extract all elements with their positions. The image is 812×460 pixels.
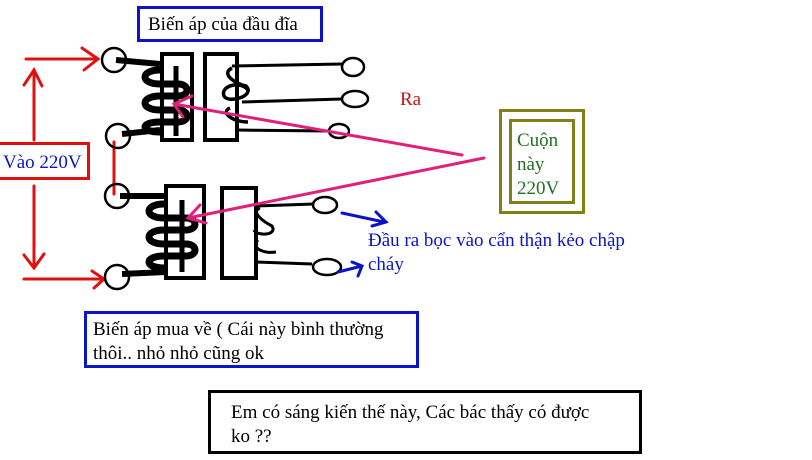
primary-winding <box>141 66 191 136</box>
question-note: Em có sáng kiến thế này, Các bác thấy có… <box>208 390 642 454</box>
down-arrow <box>22 184 46 271</box>
core-secondary <box>220 186 258 280</box>
output-arrow-upper <box>340 210 389 228</box>
lead <box>255 202 315 208</box>
question-line: ko ?? <box>231 426 272 447</box>
lead <box>235 128 331 133</box>
coil-note-line: này <box>517 154 545 175</box>
upper-transformer <box>100 46 370 150</box>
output-terminal <box>311 257 343 277</box>
output-terminal <box>340 56 366 78</box>
output-wrap-note: Đầu ra bọc vào cẩn thận kẻo chập cháy <box>368 229 688 277</box>
lead <box>241 97 343 104</box>
primary-winding <box>145 200 199 272</box>
input-voltage-text: Vào 220V <box>3 152 82 173</box>
coil-note-text: Cuộn này 220V <box>517 129 559 201</box>
secondary-winding <box>252 206 277 254</box>
terminal <box>103 263 131 291</box>
pointer-to-lower-primary <box>185 156 486 225</box>
output-wrap-note-line: Đầu ra bọc vào cẩn thận kẻo chập <box>368 230 625 251</box>
lead <box>255 260 313 266</box>
output-arrow-lower <box>336 260 364 278</box>
coil-note-inner-box: Cuộn này 220V <box>509 119 575 204</box>
top-input-arrow <box>24 46 101 72</box>
coil-note-line: Cuộn <box>517 130 559 151</box>
lead <box>231 62 343 68</box>
pointer-arrows <box>171 94 486 225</box>
record-player-transformer-label: Biến áp của đầu đĩa <box>137 6 323 42</box>
title-text: Biến áp của đầu đĩa <box>148 14 298 35</box>
lead <box>115 57 161 67</box>
coil-note-line: 220V <box>517 178 560 199</box>
output-wrap-note-line: cháy <box>368 254 404 275</box>
bought-transformer-line: Biến áp mua về ( Cái này bình thường <box>93 319 384 340</box>
output-arrows <box>336 210 389 278</box>
bought-transformer-label: Biến áp mua về ( Cái này bình thường thô… <box>84 311 419 368</box>
question-line: Em có sáng kiến thế này, Các bác thấy có… <box>231 402 590 423</box>
lower-transformer <box>103 182 343 291</box>
lead <box>121 269 167 277</box>
coil-note-box: Cuộn này 220V <box>499 109 585 214</box>
secondary-winding <box>221 66 250 124</box>
bottom-input-arrow <box>22 269 107 290</box>
up-arrow <box>22 67 44 142</box>
input-voltage-label: Vào 220V <box>0 142 90 180</box>
output-terminal <box>340 89 370 109</box>
output-terminal <box>311 195 339 215</box>
output-label: Ra <box>400 89 422 110</box>
pointer-to-upper-primary <box>171 94 464 157</box>
bought-transformer-line: thôi.. nhỏ nhỏ cũng ok <box>93 343 264 364</box>
